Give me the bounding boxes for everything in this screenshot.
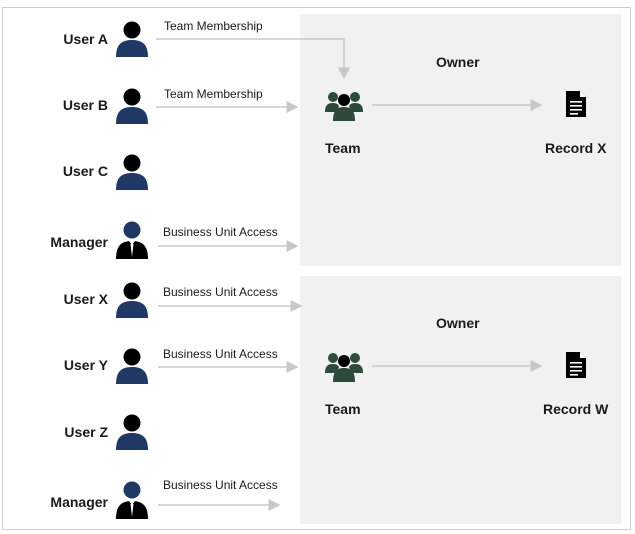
owner-label-top: Owner [436, 54, 480, 70]
user-icon [116, 414, 148, 450]
user-x-label: User X [63, 291, 108, 307]
manager-bottom-label: Manager [50, 494, 108, 510]
team-icon [325, 92, 363, 121]
user-icon [116, 348, 148, 384]
team-label-bottom: Team [325, 401, 361, 417]
owner-label-bottom: Owner [436, 315, 480, 331]
team-label-top: Team [325, 140, 361, 156]
manager-top-label: Manager [50, 234, 108, 250]
user-z-label: User Z [64, 424, 108, 440]
user-b-label: User B [62, 97, 108, 113]
document-icon [566, 91, 586, 117]
panel-top [300, 14, 621, 266]
manager-icon [116, 481, 148, 519]
user-icon [116, 282, 148, 318]
edge-label-b: Team Membership [164, 87, 263, 101]
edge-label-manager-top: Business Unit Access [163, 225, 278, 239]
edge-user-a-team [156, 38, 350, 80]
user-c-label: User C [62, 163, 108, 179]
diagram-frame [2, 7, 631, 530]
user-icon [116, 154, 148, 190]
user-a-label: User A [63, 31, 108, 47]
team-icon [325, 353, 363, 382]
panel-bottom [300, 276, 621, 524]
manager-icon [116, 221, 148, 259]
record-w-label: Record W [543, 401, 609, 417]
edge-label-manager-bottom: Business Unit Access [163, 478, 278, 492]
record-x-label: Record X [545, 140, 607, 156]
edge-label-x: Business Unit Access [163, 285, 278, 299]
edge-label-y: Business Unit Access [163, 347, 278, 361]
edge-label-a: Team Membership [164, 19, 263, 33]
user-icon [116, 21, 148, 57]
user-y-label: User Y [63, 357, 108, 373]
user-icon [116, 88, 148, 124]
document-icon [566, 352, 586, 378]
